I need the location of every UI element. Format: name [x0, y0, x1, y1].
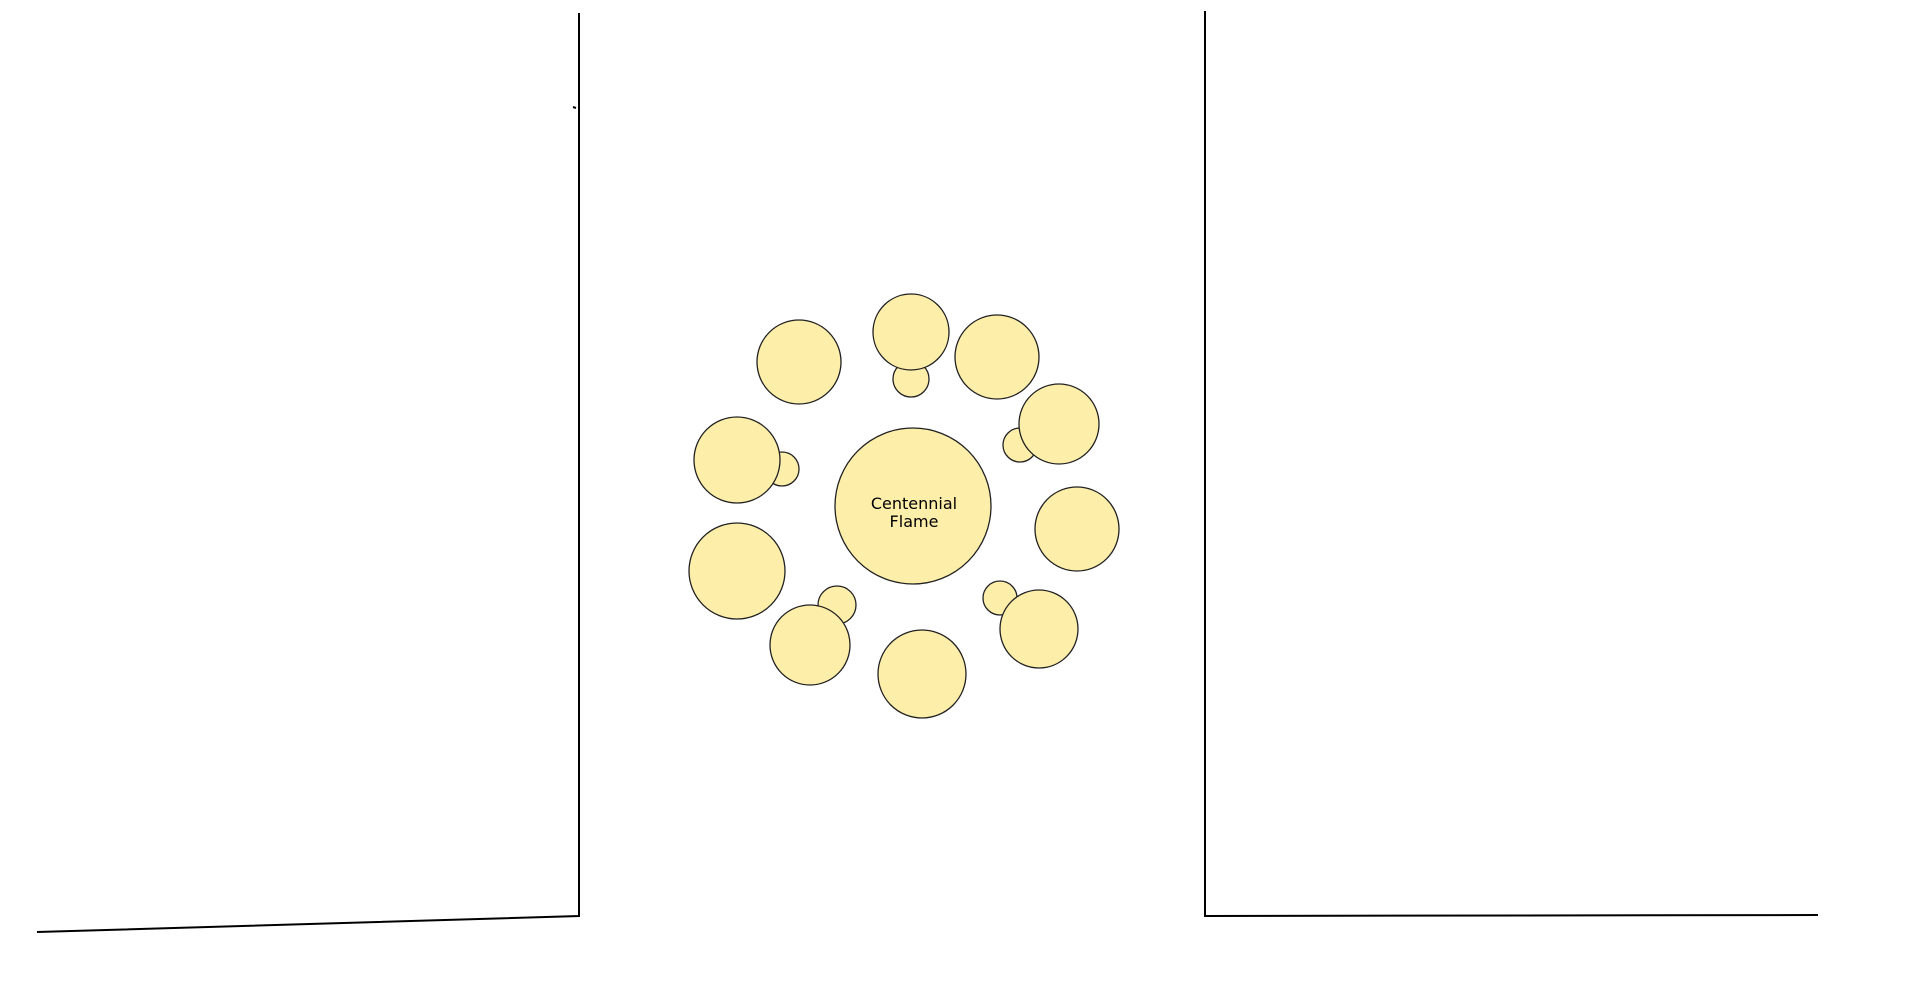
- left-wall-tick: [572, 106, 577, 109]
- circle-top-left: [756, 319, 842, 405]
- circle-cluster: [688, 293, 1120, 719]
- center-label-line2: Flame: [890, 512, 939, 531]
- circle-top: [872, 293, 950, 371]
- circle-bottom: [877, 629, 967, 719]
- circle-bottom-left: [769, 604, 851, 686]
- circle-right: [1034, 486, 1120, 572]
- circle-left-upper: [693, 416, 781, 504]
- centennial-flame-circle: [834, 427, 992, 585]
- circle-top-right: [954, 314, 1040, 400]
- right-wall: [1204, 11, 1819, 918]
- circle-left-lower: [688, 522, 786, 620]
- walls: [36, 11, 1819, 933]
- center-label-line1: Centennial: [871, 494, 957, 513]
- circle-bottom-right: [999, 589, 1079, 669]
- left-wall: [36, 13, 580, 933]
- circle-right-upper: [1018, 383, 1100, 465]
